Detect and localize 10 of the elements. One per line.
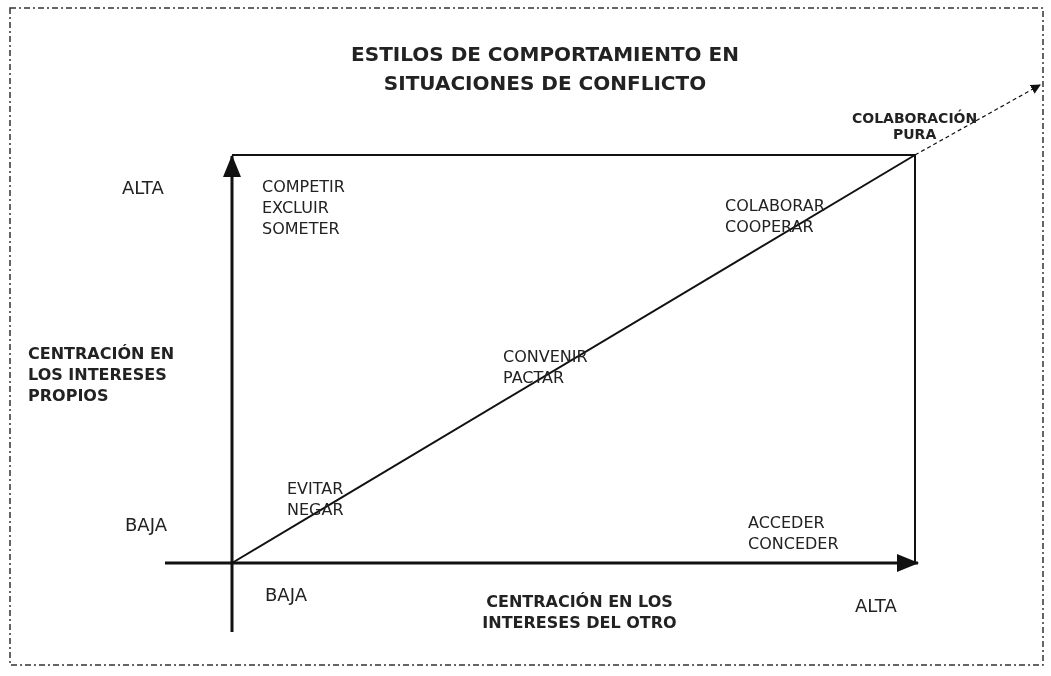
diagonal-end-label: COLABORACIÓN PURA [852,110,978,143]
diagram-title: ESTILOS DE COMPORTAMIENTO EN SITUACIONES DE CONFLICTO [350,41,740,97]
x-axis-title: CENTRACIÓN EN LOS INTERESES DEL OTRO [481,592,678,634]
axis-value-label: BAJA [265,583,307,607]
axis-value-label: BAJA [125,513,167,537]
quadrant-label: COMPETIR EXCLUIR SOMETER [262,177,345,240]
y-axis-title: CENTRACIÓN EN LOS INTERESES PROPIOS [28,344,176,407]
axis-value-label: ALTA [855,594,897,618]
axis-value-label: ALTA [122,176,164,200]
quadrant-label: ACCEDER CONCEDER [748,513,839,555]
